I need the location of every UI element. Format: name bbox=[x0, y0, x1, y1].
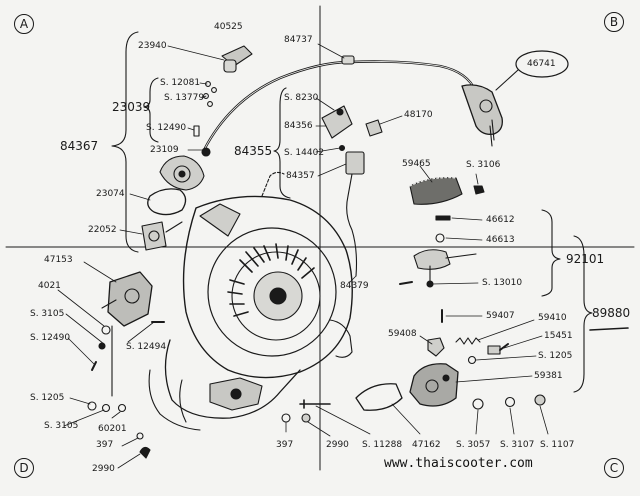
horn-part bbox=[159, 155, 205, 191]
part-label: 84737 bbox=[284, 35, 313, 45]
brace-89880 bbox=[573, 235, 593, 393]
nut-2990 bbox=[301, 413, 311, 423]
quadrant-marker-a: A bbox=[14, 14, 34, 34]
part-label: S. 12081 bbox=[160, 78, 201, 88]
brace-84355 bbox=[273, 87, 291, 199]
nut-s1107 bbox=[534, 394, 546, 406]
part-label: S. 3057 bbox=[456, 440, 491, 450]
website-watermark: www.thaiscooter.com bbox=[384, 456, 533, 471]
washer-s3107 bbox=[504, 396, 516, 408]
nut-s3106 bbox=[473, 185, 485, 195]
part-label: 46613 bbox=[486, 235, 515, 245]
underline-89880 bbox=[589, 327, 629, 331]
part-label: 15451 bbox=[544, 331, 573, 341]
part-label: 84357 bbox=[286, 171, 315, 181]
part-label: 397 bbox=[276, 440, 294, 450]
bulb-holder-part bbox=[141, 221, 183, 251]
gasket-23074 bbox=[147, 188, 187, 216]
washer-s3057 bbox=[472, 398, 484, 410]
screw-set-left bbox=[193, 81, 217, 157]
part-label: 59381 bbox=[534, 371, 563, 381]
part-label: S. 13779 bbox=[164, 93, 205, 103]
group-label-84355: 84355 bbox=[234, 144, 273, 158]
cable-ferrule bbox=[341, 55, 355, 65]
part-label: 23109 bbox=[150, 145, 179, 155]
quadrant-marker-b: B bbox=[604, 12, 624, 32]
part-label: 397 bbox=[96, 440, 114, 450]
gasket-47162 bbox=[355, 383, 403, 411]
part-label: 84356 bbox=[284, 121, 313, 131]
part-label: S. 1107 bbox=[540, 440, 575, 450]
part-label: 40525 bbox=[214, 22, 243, 32]
switch-84356-part bbox=[321, 105, 365, 277]
brake-plate-part bbox=[409, 363, 459, 407]
washer-s1205 bbox=[467, 355, 477, 365]
part-label: 47162 bbox=[412, 440, 441, 450]
pin-46612 bbox=[435, 215, 451, 221]
part-label: S. 12494 bbox=[126, 342, 167, 352]
part-label: S. 3105 bbox=[30, 309, 65, 319]
quadrant-marker-d: D bbox=[14, 458, 34, 478]
part-label: 59408 bbox=[388, 329, 417, 339]
quadrant-marker-c: C bbox=[604, 458, 624, 478]
part-label: S. 1205 bbox=[538, 351, 573, 361]
brace-92101 bbox=[541, 209, 561, 297]
engine-housing bbox=[148, 171, 353, 431]
part-label: S. 3107 bbox=[500, 440, 535, 450]
part-label: 84379 bbox=[340, 281, 369, 291]
part-label: 2990 bbox=[92, 464, 115, 474]
part-label: 59407 bbox=[486, 311, 515, 321]
spring-59410 bbox=[455, 337, 481, 345]
part-label: S. 13010 bbox=[482, 278, 523, 288]
group-label-84367: 84367 bbox=[60, 139, 99, 153]
part-label: S. 14402 bbox=[284, 148, 325, 158]
part-label: S. 3106 bbox=[466, 160, 501, 170]
brace-84367 bbox=[111, 31, 139, 253]
washer-397 bbox=[281, 413, 291, 423]
cam-59408 bbox=[427, 337, 445, 357]
bolt-15451 bbox=[487, 343, 509, 355]
part-label: 4021 bbox=[38, 281, 61, 291]
brake-shoe-part bbox=[409, 177, 463, 205]
part-label: 2990 bbox=[326, 440, 349, 450]
part-label: S. 1205 bbox=[30, 393, 65, 403]
part-label: S. 12490 bbox=[30, 333, 71, 343]
part-label: 60201 bbox=[98, 424, 127, 434]
group-label-92101: 92101 bbox=[566, 252, 605, 266]
part-label: 59410 bbox=[538, 313, 567, 323]
part-label: 48170 bbox=[404, 110, 433, 120]
callout-46741 bbox=[515, 50, 569, 78]
part-label: S. 3105 bbox=[44, 421, 79, 431]
mount-47153-part bbox=[91, 271, 165, 397]
part-label: S. 11288 bbox=[362, 440, 403, 450]
part-label: 23940 bbox=[138, 41, 167, 51]
part-label: 46612 bbox=[486, 215, 515, 225]
part-label: 22052 bbox=[88, 225, 117, 235]
part-label: S. 8230 bbox=[284, 93, 319, 103]
cable-84737 bbox=[202, 60, 478, 152]
twist-grip-part bbox=[461, 84, 503, 147]
group-label-89880: 89880 bbox=[592, 306, 631, 320]
dip-switch-part bbox=[221, 45, 253, 73]
part-label: 59465 bbox=[402, 159, 431, 169]
group-label-23039: 23039 bbox=[112, 100, 151, 114]
stud-s11288 bbox=[299, 399, 331, 409]
part-label: 47153 bbox=[44, 255, 73, 265]
cam-lever-part bbox=[399, 249, 477, 288]
brace-23039 bbox=[143, 77, 159, 143]
part-label-46741: 46741 bbox=[527, 59, 556, 69]
connector-48170 bbox=[365, 119, 383, 137]
washer-46613 bbox=[435, 233, 445, 243]
part-label: 23074 bbox=[96, 189, 125, 199]
part-label: S. 12490 bbox=[146, 123, 187, 133]
washers-bottom-left bbox=[87, 401, 151, 459]
leader-lines bbox=[57, 43, 549, 469]
